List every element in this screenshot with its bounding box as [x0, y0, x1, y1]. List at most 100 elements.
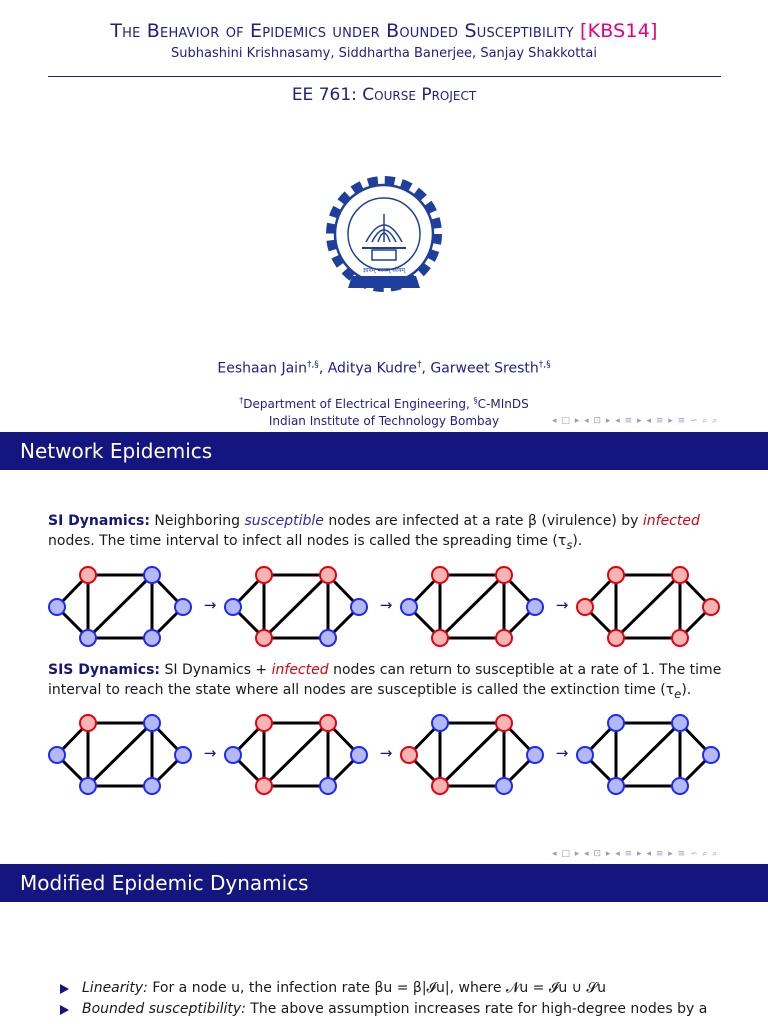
affiliations: †Department of Electrical Engineering, §… [0, 392, 768, 430]
susceptible-node [526, 598, 544, 616]
bullet-lead: Bounded susceptibility: [82, 1001, 246, 1017]
susceptible-node [143, 629, 161, 647]
transition-arrow: → [556, 596, 569, 614]
frame-title-network-epidemics: Network Epidemics [0, 432, 768, 470]
transition-arrow: → [204, 744, 217, 762]
iit-bombay-logo: ज्ञानम् परमम् ध्येयम् [326, 176, 442, 292]
bullet-triangle-icon [60, 1005, 69, 1015]
affil-institute: Indian Institute of Technology Bombay [268, 414, 500, 428]
bullet-text: For a node u, the infection rate β [147, 980, 384, 996]
sis-graph-sequence: → → → [48, 714, 720, 795]
bullet-text: The above assumption increases rate for … [245, 1001, 708, 1017]
logo-motto: ज्ञानम् परमम् ध्येयम् [363, 266, 406, 274]
presenter-3-affil: †,§ [538, 360, 551, 370]
infected-node [495, 566, 513, 584]
si-graph-4 [576, 566, 720, 647]
sis-t1: SI Dynamics + [160, 662, 272, 678]
susceptible-node [48, 598, 66, 616]
graph-edge [614, 573, 682, 640]
sis-graph-4 [576, 714, 720, 795]
infected-node [319, 566, 337, 584]
susceptible-node [174, 746, 192, 764]
bullet-linearity: Linearity: For a node u, the infection r… [60, 978, 760, 999]
si-t1: Neighboring [149, 513, 245, 529]
affil-ee: Department of Electrical Engineering, [243, 397, 470, 411]
presenters: Eeshaan Jain†,§, Aditya Kudre†, Garweet … [217, 360, 551, 377]
sis-t3: ). [681, 682, 692, 698]
title-divider [48, 76, 721, 77]
graph-edge [614, 721, 682, 788]
susceptible-node [350, 598, 368, 616]
graph-edge [262, 721, 330, 788]
infected-node [255, 629, 273, 647]
si-t2: nodes are infected at a rate β (virulenc… [323, 513, 643, 529]
susceptible-node [319, 777, 337, 795]
infected-node [79, 566, 97, 584]
si-infected-word: infected [642, 513, 700, 529]
course-title: EE 761: Course Project [291, 85, 477, 105]
graph-edge [438, 721, 506, 788]
infected-node [431, 566, 449, 584]
beamer-nav-controls[interactable]: ◂ □ ▸ ◂ ⊡ ▸ ◂ ≡ ▸ ◂ ≡ ▸ ≡ ∽ ⌕ ⌕ [552, 416, 719, 426]
infected-node [702, 598, 720, 616]
graph-edge [86, 573, 154, 640]
infected-node [607, 629, 625, 647]
susceptible-node [671, 714, 689, 732]
susceptible-node [607, 714, 625, 732]
presenter-2-affil: † [416, 360, 422, 370]
susceptible-node [224, 746, 242, 764]
susceptible-node [702, 746, 720, 764]
susceptible-node [174, 598, 192, 616]
beamer-nav-controls-2[interactable]: ◂ □ ▸ ◂ ⊡ ▸ ◂ ≡ ▸ ◂ ≡ ▸ ≡ ∽ ⌕ ⌕ [552, 849, 719, 859]
paper-authors: Subhashini Krishnasamy, Siddhartha Baner… [171, 46, 597, 61]
sis-graph-1 [48, 714, 192, 795]
citation-link[interactable]: [KBS14] [580, 20, 658, 42]
presenter-3: Garweet Sresth [430, 360, 539, 377]
si-graph-2 [224, 566, 368, 647]
infected-node [431, 777, 449, 795]
susceptible-node [495, 777, 513, 795]
section-mark: § [473, 396, 478, 405]
susceptible-node [48, 746, 66, 764]
si-t3: nodes. The time interval to infect all n… [48, 533, 567, 549]
bullet-math: u = β|𝓘u|, where 𝓝u = 𝓘u ∪ 𝓢u [383, 980, 607, 996]
si-graph-3 [400, 566, 544, 647]
infected-node [431, 629, 449, 647]
infected-node [255, 566, 273, 584]
bullet-triangle-icon [60, 984, 69, 994]
sis-sub: e [674, 686, 682, 701]
sis-graph-3 [400, 714, 544, 795]
susceptible-node [671, 777, 689, 795]
affil-cminds: C-MInDS [477, 397, 529, 411]
transition-arrow: → [204, 596, 217, 614]
graph-edge [262, 573, 330, 640]
frame-title-modified-dynamics: Modified Epidemic Dynamics [0, 864, 768, 902]
si-label: SI Dynamics: [48, 513, 150, 529]
susceptible-node [143, 714, 161, 732]
infected-node [495, 714, 513, 732]
susceptible-node [431, 714, 449, 732]
susceptible-node [319, 629, 337, 647]
transition-arrow: → [556, 744, 569, 762]
sis-infected-word: infected [271, 662, 329, 678]
infected-node [400, 746, 418, 764]
susceptible-node [79, 629, 97, 647]
infected-node [79, 714, 97, 732]
si-t4: ). [572, 533, 583, 549]
bullet-lead: Linearity: [82, 980, 148, 996]
title-main: The Behavior of Epidemics under Bounded … [110, 20, 574, 42]
susceptible-node [143, 566, 161, 584]
transition-arrow: → [380, 744, 393, 762]
slide-title: The Behavior of Epidemics under Bounded … [0, 20, 768, 42]
susceptible-node [400, 598, 418, 616]
infected-node [255, 777, 273, 795]
infected-node [576, 598, 594, 616]
si-graph-1 [48, 566, 192, 647]
presenter-1: Eeshaan Jain [217, 360, 307, 377]
si-susceptible-word: susceptible [244, 513, 324, 529]
susceptible-node [224, 598, 242, 616]
infected-node [319, 714, 337, 732]
infected-node [671, 629, 689, 647]
infected-node [607, 566, 625, 584]
susceptible-node [576, 746, 594, 764]
